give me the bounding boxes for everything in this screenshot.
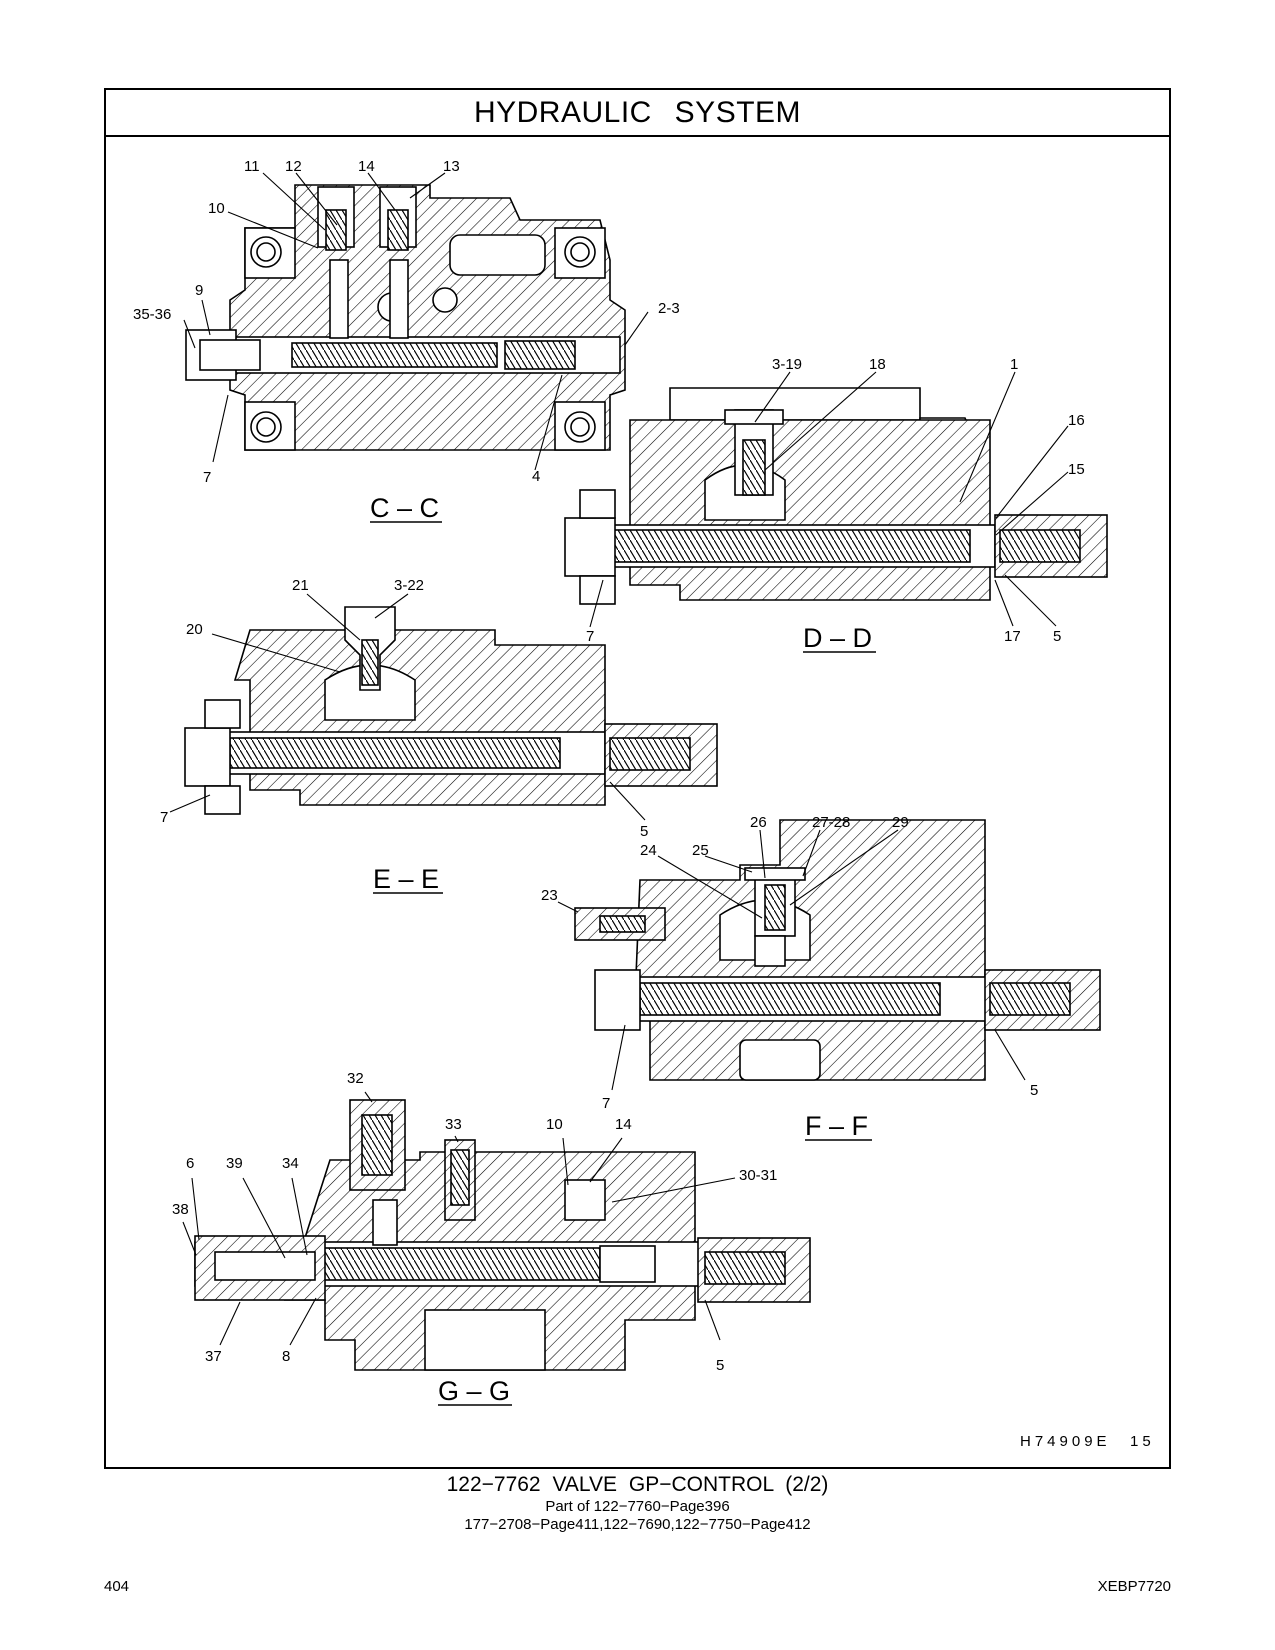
callout-label: 29 <box>892 814 909 831</box>
section-title-dd: D – D <box>803 623 872 653</box>
section-ee <box>184 606 718 815</box>
cc-piston <box>449 234 546 276</box>
callout-label: 2-3 <box>658 300 680 317</box>
callout-label: 9 <box>195 282 203 299</box>
gg-lower-cavity <box>424 1309 546 1371</box>
page-number: 404 <box>104 1578 130 1595</box>
callout-labels-cc: 11 12 14 13 10 9 35-36 2-3 7 4 <box>133 158 680 486</box>
callout-label: 13 <box>443 158 460 175</box>
section-titles: C – C D – D E – E F – F G – G <box>370 493 876 1406</box>
callout-label: 16 <box>1068 412 1085 429</box>
callout-label: 21 <box>292 577 309 594</box>
callout-label: 24 <box>640 842 657 859</box>
callout-label: 35-36 <box>133 306 171 323</box>
section-ff <box>574 819 1101 1081</box>
callout-label: 7 <box>602 1095 610 1112</box>
callout-label: 11 <box>244 158 260 175</box>
ee-spring <box>609 737 691 771</box>
caption-title: 122−7762 VALVE GP−CONTROL (2/2) <box>446 1473 829 1496</box>
callout-label: 7 <box>586 628 594 645</box>
caption-reference-2: 177−2708−Page411,122−7690,122−7750−Page4… <box>464 1516 811 1533</box>
callout-label: 5 <box>1053 628 1061 645</box>
cc-spring <box>504 340 576 370</box>
callout-label: 8 <box>282 1348 290 1365</box>
callout-label: 10 <box>546 1116 563 1133</box>
drawing-sheet: 15 <box>1130 1433 1155 1450</box>
caption-reference-1: Part of 122−7760−Page396 <box>545 1498 730 1515</box>
callout-labels-ff: 26 27-28 29 24 25 23 7 5 <box>541 814 1038 1112</box>
callout-label: 5 <box>1030 1082 1038 1099</box>
callout-label: 33 <box>445 1116 462 1133</box>
diagram-frame: HYDRAULIC SYSTEM <box>104 88 1171 1469</box>
section-cc <box>185 184 626 451</box>
page-title: HYDRAULIC SYSTEM <box>473 95 802 129</box>
gg-spring <box>704 1251 786 1285</box>
callout-label: 38 <box>172 1201 189 1218</box>
dd-spool <box>609 529 971 563</box>
callout-label: 4 <box>532 468 540 485</box>
callout-labels-gg: 32 33 10 14 30-31 6 39 34 38 37 8 5 <box>172 1070 777 1374</box>
callout-label: 10 <box>208 200 225 217</box>
callout-label: 3-22 <box>394 577 424 594</box>
callout-label: 37 <box>205 1348 222 1365</box>
ff-lower-port <box>739 1039 821 1081</box>
callout-label: 39 <box>226 1155 243 1172</box>
section-title-cc: C – C <box>370 493 439 523</box>
callout-label: 1 <box>1010 356 1018 373</box>
dd-top-cover <box>669 387 921 421</box>
document-code: XEBP7720 <box>1097 1578 1171 1595</box>
drawing-code: H74909E <box>1020 1433 1111 1450</box>
figure-caption: 122−7762 VALVE GP−CONTROL (2/2) Part of … <box>0 1472 1275 1534</box>
callout-label: 26 <box>750 814 767 831</box>
gg-plunger <box>599 1245 656 1283</box>
section-dd <box>564 387 1108 605</box>
ff-end-cap-left <box>594 969 641 1031</box>
cc-spool <box>291 342 498 368</box>
section-gg <box>194 1099 811 1371</box>
callout-label: 25 <box>692 842 709 859</box>
callout-labels-dd: 3-19 18 1 16 15 7 17 5 <box>586 356 1085 645</box>
ee-valve-body <box>233 629 606 806</box>
ff-spool <box>639 982 941 1016</box>
callout-label: 6 <box>186 1155 194 1172</box>
section-title-ff: F – F <box>805 1111 868 1141</box>
callout-label: 14 <box>358 158 375 175</box>
callout-label: 23 <box>541 887 558 904</box>
ee-spool <box>229 737 561 769</box>
ff-spring <box>989 982 1071 1016</box>
callout-label: 5 <box>716 1357 724 1374</box>
callout-label: 5 <box>640 823 648 840</box>
dd-valve-body <box>629 419 991 601</box>
gg-spool <box>309 1247 601 1281</box>
dd-spring <box>999 529 1081 563</box>
header-bar: HYDRAULIC SYSTEM <box>106 90 1169 137</box>
callout-label: 18 <box>869 356 886 373</box>
callout-label: 27-28 <box>812 814 850 831</box>
gg-check-10-14 <box>564 1179 606 1221</box>
callout-label: 7 <box>203 469 211 486</box>
callout-label: 20 <box>186 621 203 638</box>
ee-end-cap-left <box>184 727 231 787</box>
callout-label: 30-31 <box>739 1167 777 1184</box>
callout-leaders <box>169 172 1069 1346</box>
callout-label: 3-19 <box>772 356 802 373</box>
callout-label: 17 <box>1004 628 1021 645</box>
callout-label: 7 <box>160 809 168 826</box>
dd-end-cap-left <box>564 517 616 577</box>
callout-label: 15 <box>1068 461 1085 478</box>
callout-label: 34 <box>282 1155 299 1172</box>
callout-label: 32 <box>347 1070 364 1087</box>
callout-label: 12 <box>285 158 302 175</box>
section-title-ee: E – E <box>373 864 439 894</box>
section-title-gg: G – G <box>438 1376 510 1406</box>
gg-left-piston <box>214 1251 316 1281</box>
callout-labels-ee: 21 3-22 20 7 5 <box>160 577 648 840</box>
callout-label: 14 <box>615 1116 632 1133</box>
